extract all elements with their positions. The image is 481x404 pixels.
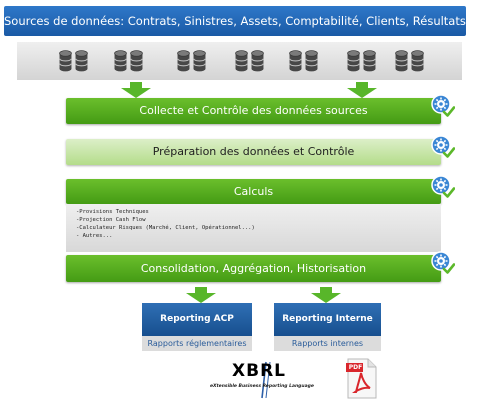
step-calculs: Calculs	[66, 179, 441, 204]
pdf-icon: PDF	[346, 358, 378, 400]
gear-check-icon	[431, 175, 455, 199]
calculs-notes: -Provisions Techniques -Projection Cash …	[66, 204, 441, 252]
calculs-note: - Autres...	[76, 233, 113, 239]
pdf-label: PDF	[348, 364, 363, 371]
report-acp-title: Reporting ACP	[160, 314, 234, 324]
database-group-6	[347, 50, 376, 72]
down-arrow-icon	[186, 287, 216, 303]
calculs-note: -Calculateur Risques (Marché, Client, Op…	[76, 225, 255, 231]
step-collecte: Collecte et Contrôle des données sources	[66, 98, 441, 124]
report-acp-subtitle: Rapports réglementaires	[147, 339, 247, 348]
xbrl-logo: XBRL eXtensible Business Reporting Langu…	[204, 360, 334, 400]
sources-title: Sources de données: Contrats, Sinistres,…	[4, 14, 466, 28]
calculs-note: -Provisions Techniques	[76, 209, 149, 215]
database-group-2	[114, 50, 143, 72]
step-preparation: Préparation des données et Contrôle	[66, 139, 441, 165]
database-group-7	[395, 50, 424, 72]
database-group-1	[59, 50, 88, 72]
down-arrow-icon	[347, 82, 377, 98]
pdf-icon-graphic	[346, 358, 377, 399]
report-interne-title: Reporting Interne	[282, 314, 373, 324]
report-interne-subtitle-box: Rapports internes	[274, 336, 381, 351]
report-interne-box: Reporting Interne	[274, 303, 381, 336]
step-calculs-label: Calculs	[233, 185, 274, 198]
gear-check-icon	[431, 135, 455, 159]
database-icons	[59, 50, 424, 72]
database-strip	[17, 42, 462, 80]
step-preparation-label: Préparation des données et Contrôle	[152, 145, 355, 158]
step-consolidation: Consolidation, Aggrégation, Historisatio…	[66, 255, 441, 282]
calculs-note: -Projection Cash Flow	[76, 217, 146, 223]
report-interne-subtitle: Rapports internes	[291, 339, 364, 348]
database-group-4	[235, 50, 264, 72]
step-consolidation-label: Consolidation, Aggrégation, Historisatio…	[140, 262, 367, 275]
down-arrow-icon	[121, 82, 151, 98]
xbrl-logo-graphic	[261, 361, 271, 399]
report-acp-subtitle-box: Rapports réglementaires	[142, 336, 252, 351]
report-acp-box: Reporting ACP	[142, 303, 252, 336]
xbrl-word: XBRL	[232, 361, 286, 381]
gear-check-icon	[431, 94, 455, 118]
step-collecte-label: Collecte et Contrôle des données sources	[139, 104, 368, 117]
database-group-5	[289, 50, 318, 72]
sources-banner: Sources de données: Contrats, Sinistres,…	[4, 6, 466, 36]
xbrl-tagline: eXtensible Business Reporting Language	[210, 384, 314, 389]
down-arrow-icon	[311, 287, 341, 303]
database-group-3	[177, 50, 206, 72]
gear-check-icon	[431, 251, 455, 275]
